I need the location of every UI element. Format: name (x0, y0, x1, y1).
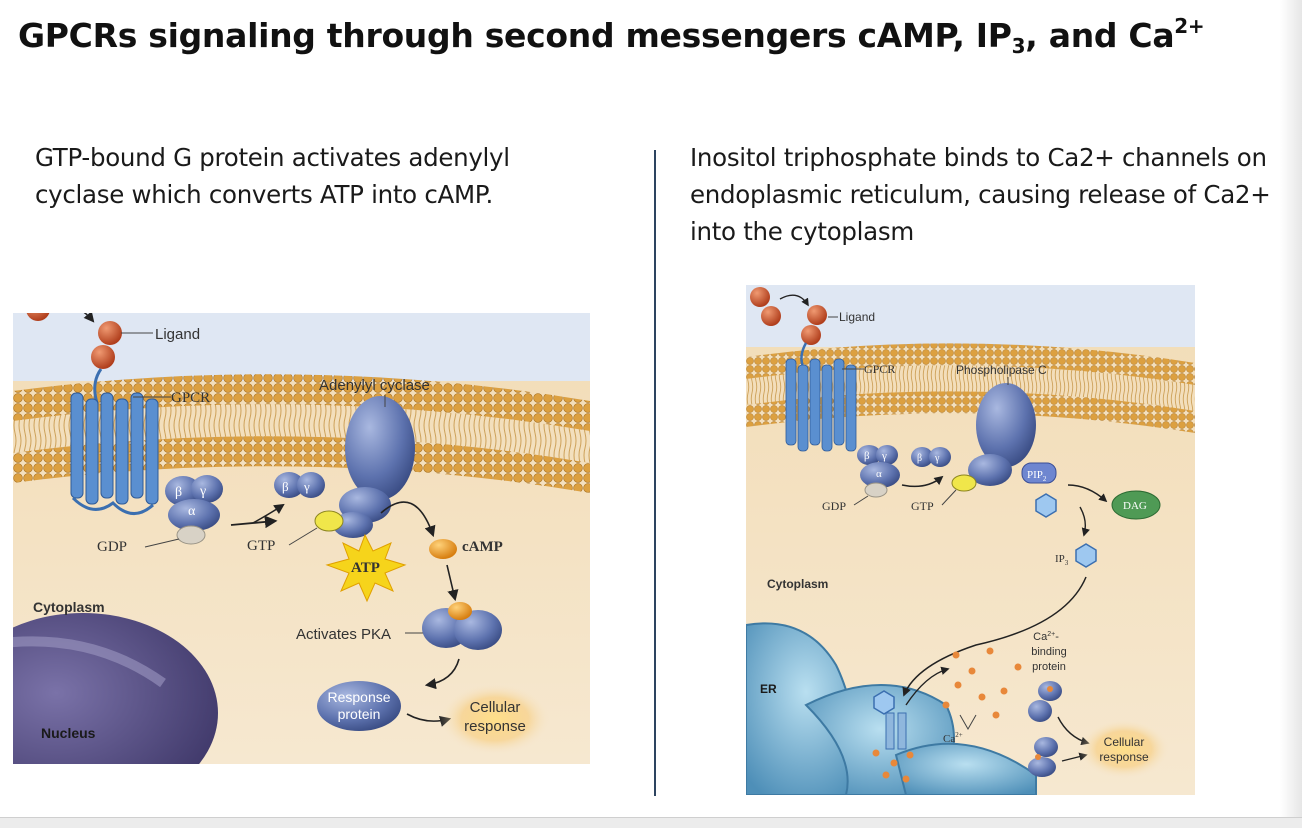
ip3-label: IP3 (1055, 553, 1069, 567)
gamma-released-label: γ (934, 453, 940, 464)
alpha-subunit-label: α (876, 468, 882, 480)
ca-binding-label-1: Ca2+- (1033, 631, 1059, 643)
ip3-calcium-pathway-diagram: ER Ligand GPCR β γ α GDP β γ Phosph (746, 285, 1195, 795)
ligand-label: Ligand (155, 326, 200, 343)
alpha-subunit-label: α (188, 504, 196, 519)
cellular-response-label-2: response (464, 718, 526, 735)
camp-pathway-diagram: Ligand GPCR β γ α GDP β γ Ad (13, 313, 590, 764)
ca-binding-protein (1028, 681, 1062, 722)
er-label: ER (760, 682, 777, 696)
ca-binding-protein-active (1028, 737, 1058, 777)
adenylyl-cyclase-label: Adenylyl cyclase (319, 377, 430, 394)
beta-subunit-label: β (864, 450, 870, 462)
ligand-ball (98, 321, 122, 345)
gpcr-label: GPCR (864, 362, 895, 376)
response-protein-label-2: protein (338, 706, 381, 722)
ligand-ball (807, 305, 827, 325)
cellular-response-glow (439, 683, 551, 755)
ligand-ball (26, 313, 50, 321)
pka-complex (422, 602, 502, 650)
cellular-response-label-1: Cellular (470, 699, 521, 716)
response-protein (317, 681, 401, 731)
phospholipase-c (968, 383, 1036, 486)
gtp-label: GTP (247, 538, 275, 554)
ligand-ball (750, 287, 770, 307)
beta-released-label: β (282, 479, 289, 494)
gamma-subunit-label: γ (199, 484, 206, 499)
g-protein-inactive (165, 475, 223, 545)
dag-molecule (1111, 490, 1161, 520)
ligand-ball (801, 325, 821, 345)
ca-binding-label-3: protein (1032, 661, 1066, 673)
camp-molecule (429, 539, 457, 559)
ip3-molecule (1075, 543, 1097, 568)
gamma-released-label: γ (303, 479, 310, 494)
gdp-label: GDP (97, 539, 127, 555)
page-title: GPCRs signaling through second messenger… (18, 14, 1205, 58)
gdp-label: GDP (822, 499, 846, 513)
bottom-bar (0, 817, 1302, 828)
gamma-subunit-label: γ (881, 450, 887, 462)
gpcr-receptor (70, 368, 159, 515)
atp-label: ATP (351, 560, 380, 576)
ligand-ball (761, 306, 781, 326)
cellular-response-label-2: response (1099, 750, 1149, 764)
inositol-ring (1035, 493, 1057, 518)
cellular-response-glow (1078, 719, 1170, 779)
ca-ions-label: Ca2+ (943, 731, 963, 745)
beta-subunit-label: β (175, 485, 182, 500)
pip2-label: PIP2 (1027, 469, 1047, 483)
cellular-response-label-1: Cellular (1104, 735, 1145, 749)
right-caption: Inositol triphosphate binds to Ca2+ chan… (690, 143, 1271, 246)
ligand-label: Ligand (839, 310, 875, 324)
ligand-ball (91, 345, 115, 369)
column-divider (654, 150, 656, 796)
gpcr-receptor (785, 342, 857, 452)
calcium-channel (873, 690, 907, 750)
cytoplasm-label: Cytoplasm (767, 577, 828, 591)
activates-pka-label: Activates PKA (296, 626, 391, 643)
response-protein-label-1: Response (327, 689, 390, 705)
nucleus-shape (13, 613, 218, 764)
camp-label: cAMP (462, 539, 503, 555)
gpcr-label: GPCR (171, 390, 210, 406)
nucleus-label: Nucleus (41, 725, 96, 741)
left-caption: GTP-bound G protein activates adenylyl c… (35, 143, 510, 209)
beta-released-label: β (917, 453, 922, 464)
atp-burst (325, 533, 407, 603)
ca-binding-label-2: binding (1031, 646, 1066, 658)
phospholipase-c-label: Phospholipase C (956, 363, 1047, 377)
pip2-molecule (1021, 462, 1057, 484)
calcium-ions (872, 647, 1022, 783)
gtp-label: GTP (911, 499, 934, 513)
cytoplasm-label: Cytoplasm (33, 599, 105, 615)
dag-label: DAG (1123, 500, 1147, 512)
right-edge-shadow (1280, 0, 1302, 828)
